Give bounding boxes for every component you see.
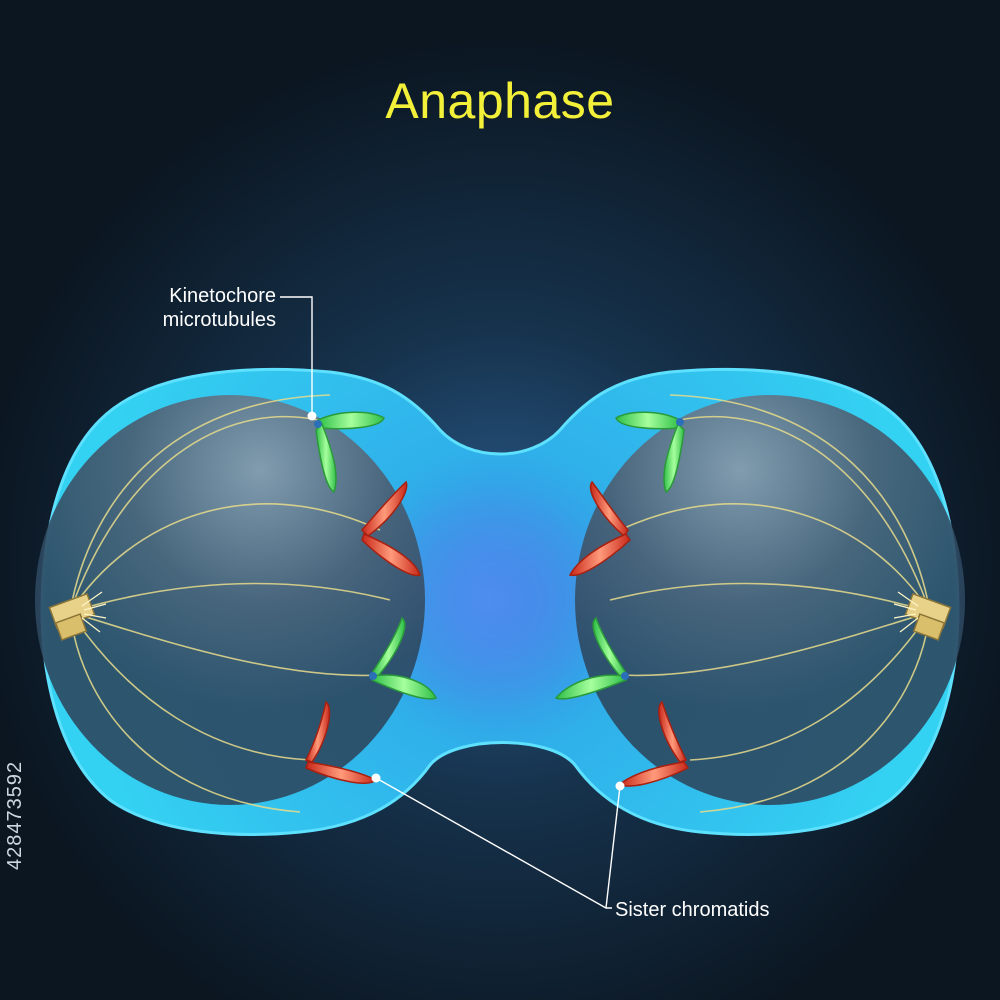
chromatid-red-lower-left bbox=[304, 700, 378, 784]
diagram-title: Anaphase bbox=[385, 73, 615, 129]
label-kinetochore-line1: Kinetochore bbox=[169, 285, 276, 307]
left-spindle-fibers bbox=[69, 394, 391, 813]
leader-kinetochore bbox=[280, 296, 313, 416]
label-kinetochore-line2: microtubules bbox=[162, 309, 276, 331]
chromatid-green-upper-left bbox=[314, 411, 385, 494]
left-centrosome bbox=[48, 591, 107, 641]
leader-dot-kinetochore bbox=[307, 411, 317, 421]
leader-dot-sister-left bbox=[371, 773, 381, 783]
cleavage-glow bbox=[360, 450, 620, 750]
label-kinetochore-microtubules: Kinetochore microtubules bbox=[150, 284, 276, 332]
chromatid-green-upper-right bbox=[615, 411, 685, 494]
right-spindle-fibers bbox=[609, 394, 931, 813]
chromatid-green-lower-left bbox=[369, 616, 438, 700]
label-sister-chromatids: Sister chromatids bbox=[615, 899, 770, 921]
chromatid-red-upper-left bbox=[360, 480, 421, 577]
leader-sister-right bbox=[605, 785, 621, 909]
right-centrosome bbox=[893, 591, 952, 641]
leader-dot-sister-right bbox=[615, 781, 625, 791]
chromatid-red-upper-right bbox=[568, 480, 631, 577]
chromatid-green-lower-right bbox=[554, 616, 629, 700]
stock-id: 428473592 bbox=[4, 760, 26, 870]
leader-lines bbox=[280, 296, 621, 909]
